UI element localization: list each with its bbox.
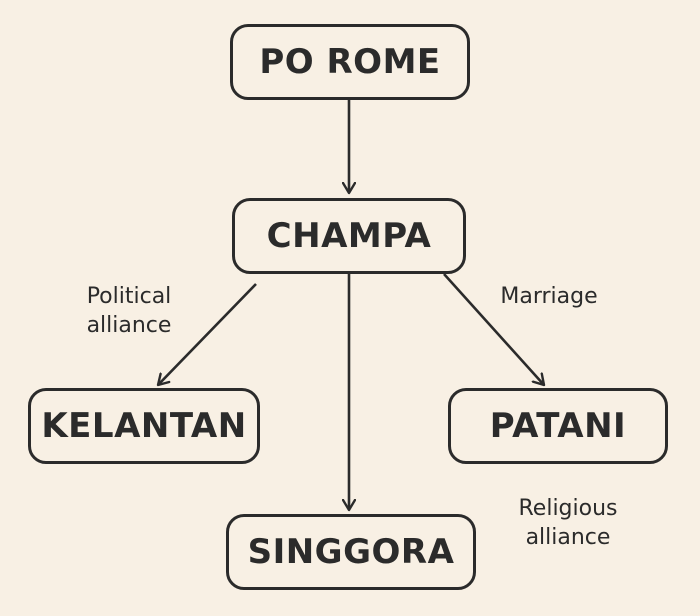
node-patani: PATANI — [448, 388, 668, 464]
arrow-champa-to-patani — [443, 273, 544, 385]
node-patani-label: PATANI — [489, 406, 627, 446]
node-champa: CHAMPA — [232, 198, 466, 274]
edge-label-religious-line2: alliance — [525, 525, 611, 550]
node-kelantan: KELANTAN — [28, 388, 260, 464]
edge-label-marriage-line1: Marriage — [500, 284, 598, 309]
edge-label-political-alliance: Political alliance — [68, 282, 190, 340]
edge-label-religious-line1: Religious — [518, 496, 618, 521]
edge-label-political-line1: Political — [86, 284, 172, 309]
edge-label-marriage: Marriage — [486, 282, 612, 311]
node-singgora-label: SINGGORA — [247, 532, 455, 572]
arrow-champa-to-kelantan — [158, 283, 257, 385]
node-kelantan-label: KELANTAN — [41, 406, 247, 446]
edge-label-political-line2: alliance — [86, 313, 172, 338]
edge-label-religious-alliance: Religious alliance — [500, 494, 636, 552]
node-singgora: SINGGORA — [226, 514, 476, 590]
node-po-rome: PO ROME — [230, 24, 470, 100]
node-po-rome-label: PO ROME — [259, 42, 441, 82]
node-champa-label: CHAMPA — [266, 216, 432, 256]
